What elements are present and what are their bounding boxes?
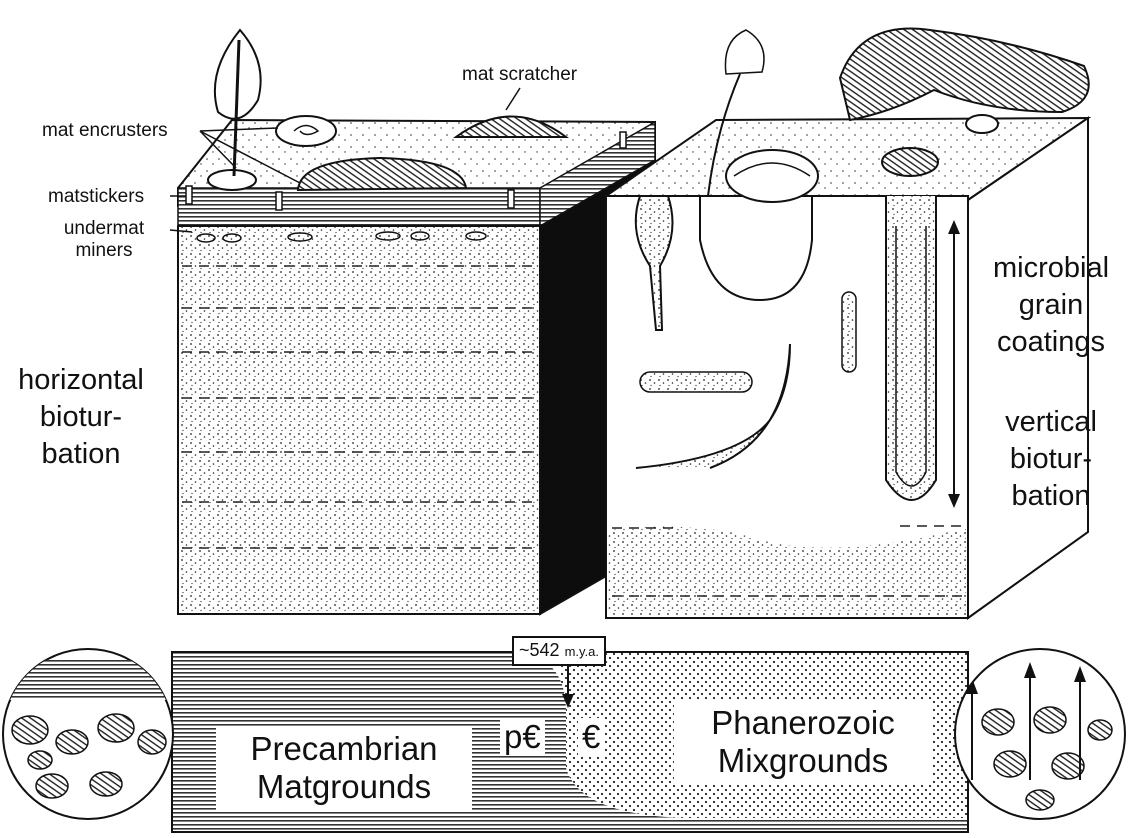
phanerozoic-mixgrounds-label: Phanerozoic Mixgrounds xyxy=(674,700,932,784)
microbial-grain-coatings-label: microbial grain coatings xyxy=(978,250,1124,361)
precambrian-block xyxy=(178,30,655,614)
mixground-inset xyxy=(955,649,1125,819)
horizontal-bioturbation-label: horizontal biotur- bation xyxy=(4,362,158,473)
precambrian-matgrounds-label: Precambrian Matgrounds xyxy=(216,726,472,810)
precambrian-symbol: p€ xyxy=(500,718,545,756)
date-unit: m.y.a. xyxy=(565,644,599,659)
date-marker-label: ~542 m.y.a. xyxy=(512,636,606,666)
mat-scratcher-label: mat scratcher xyxy=(462,64,577,86)
mat-encrusters-label: mat encrusters xyxy=(42,120,168,142)
date-value: ~542 xyxy=(519,640,560,660)
matground-inset xyxy=(0,649,176,819)
undermat-miners-label: undermat miners xyxy=(38,218,170,262)
cambrian-symbol: € xyxy=(578,718,604,756)
vertical-bioturbation-label: vertical biotur- bation xyxy=(978,404,1124,515)
matstickers-label: matstickers xyxy=(48,186,144,208)
